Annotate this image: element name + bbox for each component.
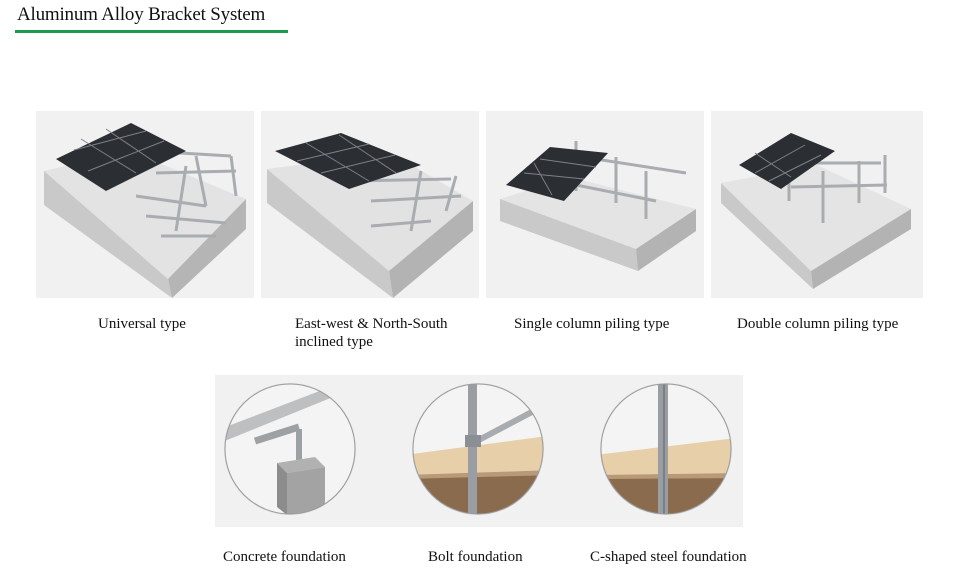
bolt-foundation-image — [412, 383, 544, 515]
single-column-piling-type-label: Single column piling type — [514, 316, 670, 332]
universal-type-label: Universal type — [98, 316, 186, 332]
universal-type-image — [36, 111, 254, 298]
east-west-type-label-line2: inclined type — [295, 334, 373, 350]
page-title: Aluminum Alloy Bracket System — [17, 4, 266, 25]
double-column-piling-type-image — [711, 111, 923, 298]
c-shaped-steel-foundation-label: C-shaped steel foundation — [590, 549, 747, 565]
double-column-piling-type-label: Double column piling type — [737, 316, 899, 332]
east-west-north-south-type-image — [261, 111, 479, 298]
foundations-strip — [215, 375, 743, 527]
concrete-foundation-image — [224, 383, 356, 515]
title-underline — [15, 30, 288, 33]
east-west-type-label-line1: East-west & North-South — [295, 316, 448, 332]
c-shaped-steel-foundation-image — [600, 383, 732, 515]
concrete-foundation-label: Concrete foundation — [223, 549, 346, 565]
single-column-piling-type-image — [486, 111, 704, 298]
bolt-foundation-label: Bolt foundation — [428, 549, 523, 565]
